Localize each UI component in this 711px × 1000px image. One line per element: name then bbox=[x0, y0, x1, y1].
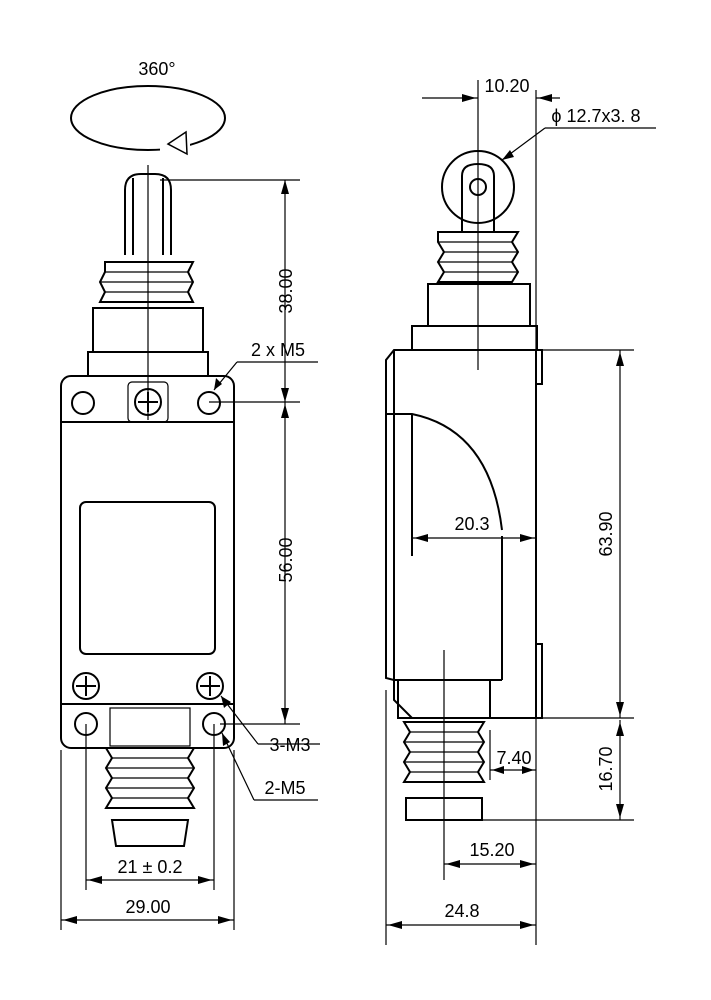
dim-15-20: 15.20 bbox=[469, 840, 514, 860]
dim-38: 38.00 bbox=[276, 268, 296, 313]
dim-10-20: 10.20 bbox=[484, 76, 529, 96]
callout-2xM5: 2 x M5 bbox=[251, 340, 305, 360]
callout-3-M3: 3-M3 bbox=[269, 735, 310, 755]
dim-24-8: 24.8 bbox=[444, 901, 479, 921]
side-view: 10.20 ϕ 12.7x3. 8 20.3 63.90 16.70 7.40 bbox=[385, 76, 656, 945]
dim-63-90: 63.90 bbox=[596, 511, 616, 556]
front-view: 360° bbox=[60, 59, 320, 930]
conduit-end bbox=[110, 819, 190, 847]
cover-screw-left bbox=[72, 672, 100, 700]
mount-hole-top-left bbox=[71, 391, 95, 415]
callout-roller: ϕ 12.7x3. 8 bbox=[551, 106, 640, 126]
side-body bbox=[385, 349, 537, 719]
actuator-cam-curve bbox=[386, 413, 503, 531]
rotation-arrowhead bbox=[166, 130, 188, 156]
side-tab-bottom bbox=[535, 643, 543, 719]
rotation-arc bbox=[70, 85, 226, 151]
dim-21: 21 ± 0.2 bbox=[118, 857, 183, 877]
side-nut bbox=[427, 283, 531, 327]
dim-7-40: 7.40 bbox=[496, 748, 531, 768]
dim-56: 56.00 bbox=[276, 537, 296, 582]
cover-screw-right bbox=[196, 672, 224, 700]
boot-bellows bbox=[98, 261, 195, 303]
side-tab-top bbox=[535, 349, 543, 385]
callout-2-M5: 2-M5 bbox=[264, 778, 305, 798]
mount-hole-top-right bbox=[197, 391, 221, 415]
side-conduit-bellows bbox=[402, 721, 486, 783]
dim-16-70: 16.70 bbox=[596, 746, 616, 791]
side-nut-base bbox=[411, 325, 538, 351]
dim-29: 29.00 bbox=[125, 897, 170, 917]
conduit-bellows bbox=[104, 747, 196, 809]
dim-20-3: 20.3 bbox=[454, 514, 489, 534]
bottom-boss bbox=[109, 707, 191, 747]
rotation-label: 360° bbox=[138, 59, 175, 79]
label-window bbox=[79, 501, 216, 655]
